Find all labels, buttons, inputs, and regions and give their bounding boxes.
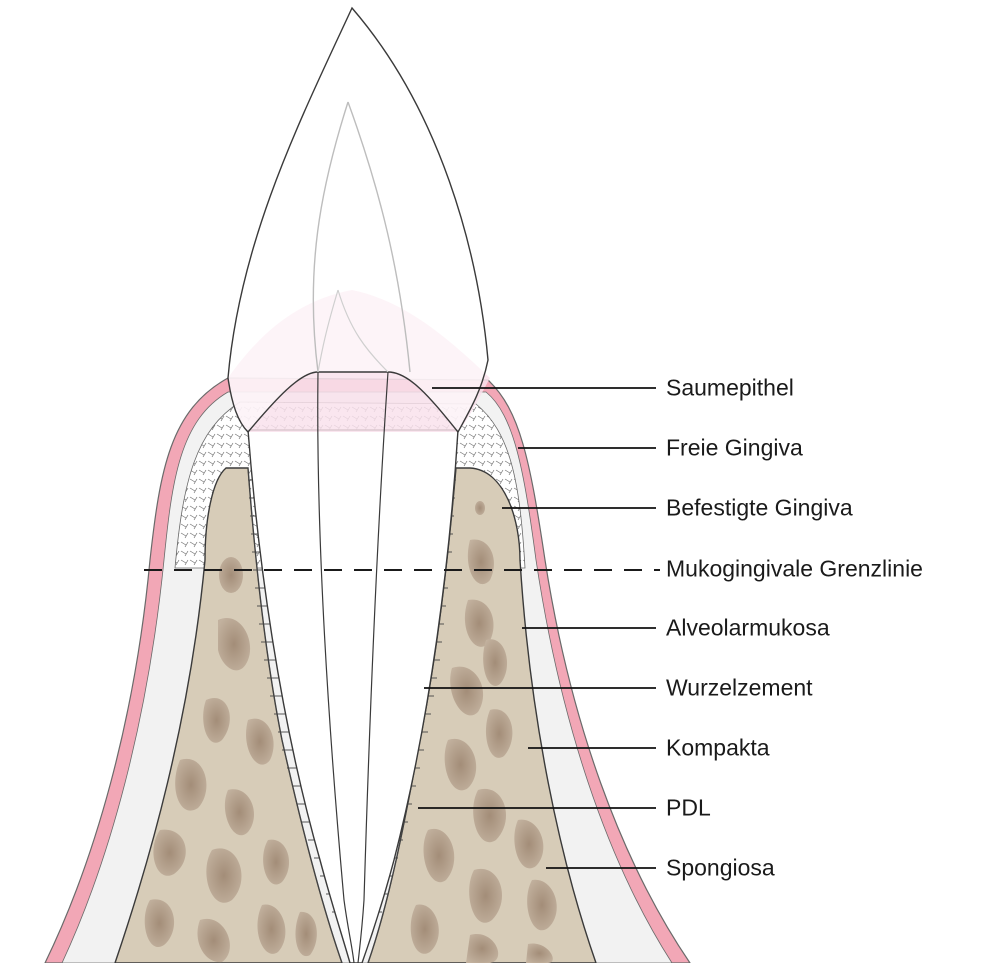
label-wurzelzement: Wurzelzement: [666, 677, 813, 700]
label-spongiosa: Spongiosa: [666, 857, 775, 880]
label-freie-gingiva: Freie Gingiva: [666, 437, 803, 460]
label-kompakta: Kompakta: [666, 737, 770, 760]
label-saumepithel: Saumepithel: [666, 377, 794, 400]
label-pdl: PDL: [666, 797, 711, 820]
label-befestigte-gingiva: Befestigte Gingiva: [666, 497, 853, 520]
tooth-crown: [228, 8, 488, 432]
label-mukogingivale-grenzlinie: Mukogingivale Grenzlinie: [666, 558, 923, 581]
label-alveolarmukosa: Alveolarmukosa: [666, 617, 830, 640]
